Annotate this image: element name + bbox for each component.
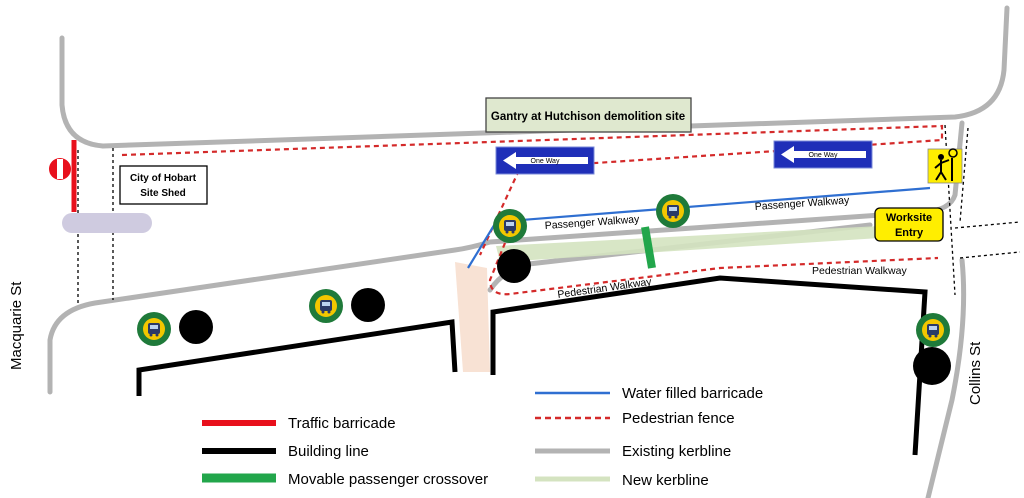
stop-badge-f: F [351,288,385,322]
no-entry-icon [49,158,71,180]
stop-letter-j: J [508,254,520,279]
legend-label-traffic-barricade: Traffic barricade [288,415,396,432]
street-name-collins: Collins St [967,341,984,405]
ped-fence-top [121,124,944,256]
gantry-label: Gantry at Hutchison demolition site [491,111,685,123]
bus-stop-icon [309,289,343,323]
legend-label-movable-passenger-crossover: Movable passenger crossover [288,471,488,488]
building-line-group [136,275,928,456]
site-shed-label-1: City of Hobart [130,173,197,184]
kerb-left-south [47,120,965,395]
ped-fence-walkway [488,242,939,296]
movable-passenger-crossover [641,226,656,269]
kerb-top-left [59,35,106,149]
dotted-line-5 [954,221,1021,229]
one-way-sign-2: One Way [773,140,873,169]
street-name-macquarie: Macquarie St [8,281,25,370]
one-way-label-1: One Way [531,158,560,165]
dotted-line-3 [944,124,956,296]
site-shed-box: City of Hobart Site Shed [119,165,208,205]
traffic-controller-icon [927,148,963,184]
one-way-sign-1: One Way [495,146,595,175]
pedestrian-walkway-label-2: Pedestrian Walkway [812,265,907,277]
bus-stop-icon [137,312,171,346]
traffic-island [62,213,152,233]
worksite-entry-label-1: Worksite [886,212,932,224]
dotted-line-6 [959,251,1021,259]
set-down-label-2: down [919,367,945,379]
gantry-label-box: Gantry at Hutchison demolition site [485,97,692,133]
pedestrian-fence-group [121,124,944,296]
kerb-top [100,5,1010,149]
stop-badge-j: J [497,249,531,283]
arrow-left-icon [503,152,588,169]
legend-label-water-filled-barricade: Water filled barricade [622,385,763,402]
stop-letter-f: F [361,293,374,318]
kerb-collins-east [925,257,967,498]
worksite-entry-label-2: Entry [895,227,924,239]
one-way-label-2: One Way [809,152,838,159]
passenger-walkway-label-2: Passenger Walkway [754,194,850,213]
bus-stop-icon [916,313,950,347]
site-shed-label-2: Site Shed [140,188,186,199]
stop-badge-e: E [179,310,213,344]
bus-stop-icon [493,209,527,243]
arrow-left-icon [781,146,866,163]
dotted-line-4 [959,127,969,223]
new-kerbline [496,226,880,262]
legend-label-existing-kerbline: Existing kerbline [622,443,731,460]
building-right [490,275,928,456]
bus-stop-icon [656,194,690,228]
worksite-entry-box: Worksite Entry [874,207,944,242]
building-left [136,319,458,396]
legend-label-new-kerbline: New kerbline [622,472,709,489]
set-down-label-1: Set [924,353,941,365]
legend: Traffic barricade Building line Movable … [202,385,763,489]
legend-label-building-line: Building line [288,443,369,460]
stop-letter-e: E [189,315,204,340]
legend-label-pedestrian-fence: Pedestrian fence [622,410,735,427]
pedestrian-crossing-area [455,262,490,372]
set-down-badge: Set down [913,347,951,385]
